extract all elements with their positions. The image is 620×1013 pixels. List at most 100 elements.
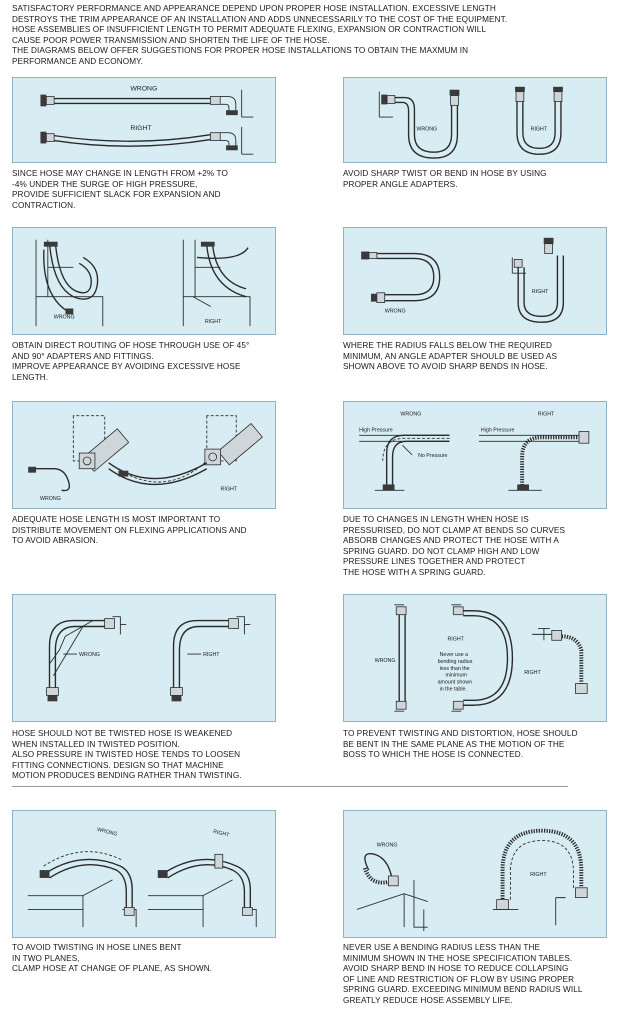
caption-line: THE HOSE WITH A SPRING GUARD. xyxy=(343,567,486,577)
label-right: RIGHT xyxy=(538,412,555,418)
angle-adapters-illustration: WRONG RIGHT xyxy=(378,86,563,159)
diagram-direct-routing: WRONG RIGHT xyxy=(12,227,276,335)
label-right: RIGHT xyxy=(531,127,548,133)
caption-line: NEVER USE A BENDING RADIUS LESS THAN THE xyxy=(343,943,541,952)
label-right: RIGHT xyxy=(532,289,549,295)
caption-line: SHOWN ABOVE TO AVOID SHARP BENDS IN HOSE… xyxy=(343,362,548,371)
caption-line: PRESSURISED, DO NOT CLAMP AT BENDS SO CU… xyxy=(343,525,566,535)
caption-line: GREATLY REDUCE HOSE ASSEMBLY LIFE. xyxy=(343,995,513,1005)
hose-length-flexing-illustration: WRONG RIGHT xyxy=(28,415,263,502)
caption-same-plane-bend: TO PREVENT TWISTING AND DISTORTION, HOSE… xyxy=(343,729,613,761)
label-wrong: WRONG xyxy=(130,86,157,93)
svg-text:amount shown: amount shown xyxy=(438,680,473,686)
intro-text: SATISFACTORY PERFORMANCE AND APPEARANCE … xyxy=(12,4,612,68)
caption-hose-length-flexing: ADEQUATE HOSE LENGTH IS MOST IMPORTANT T… xyxy=(12,515,282,547)
caption-line: AVOID SHARP TWIST OR BEND IN HOSE BY USI… xyxy=(343,169,547,178)
label-wrong: WRONG xyxy=(375,658,396,664)
caption-line: PROPER ANGLE ADAPTERS. xyxy=(343,179,458,189)
caption-line: TO AVOID TWISTING IN HOSE LINES BENT xyxy=(12,943,182,952)
label-right: RIGHT xyxy=(205,319,222,325)
caption-line: TO PREVENT TWISTING AND DISTORTION, HOSE… xyxy=(343,729,578,738)
label-wrong: WRONG xyxy=(40,496,61,502)
radius-minimum-illustration: WRONG RIGHT xyxy=(361,237,565,323)
intro-line: DESTROYS THE TRIM APPEARANCE OF AN INSTA… xyxy=(12,14,508,24)
label-right: RIGHT xyxy=(530,872,547,878)
caption-line: PROVIDE SUFFICIENT SLACK FOR EXPANSION A… xyxy=(12,190,221,199)
diagram-bending-radius: WRONG RIGHT xyxy=(343,810,607,938)
label-right: RIGHT xyxy=(524,670,541,676)
twisted-hose-illustration: WRONG RIGHT xyxy=(46,616,251,702)
label-right: RIGHT xyxy=(130,125,152,132)
caption-bending-radius: NEVER USE A BENDING RADIUS LESS THAN THE… xyxy=(343,943,613,1006)
caption-line: OF LINE AND RESTRICTION OF FLOW BY USING… xyxy=(343,974,575,984)
diagram-radius-minimum: WRONG RIGHT xyxy=(343,227,607,335)
never-note: Never use a bending radius less than the… xyxy=(438,652,473,692)
intro-line: SATISFACTORY PERFORMANCE AND APPEARANCE … xyxy=(12,4,496,13)
caption-slack: SINCE HOSE MAY CHANGE IN LENGTH FROM +2%… xyxy=(12,169,282,211)
caption-line: DISTRIBUTE MOVEMENT ON FLEXING APPLICATI… xyxy=(12,525,247,535)
diagram-pressure-spring-guard: WRONG RIGHT High Pressure No Pressure Hi… xyxy=(343,401,607,509)
caption-line: CONTRACTION. xyxy=(12,200,76,210)
direct-routing-illustration: WRONG RIGHT xyxy=(35,239,251,327)
pressure-spring-guard-illustration: WRONG RIGHT High Pressure No Pressure Hi… xyxy=(359,412,590,491)
caption-line: SINCE HOSE MAY CHANGE IN LENGTH FROM +2%… xyxy=(12,169,228,178)
caption-line: LENGTH. xyxy=(12,372,49,382)
caption-line: BOSS TO WHICH THE HOSE IS CONNECTED. xyxy=(343,750,524,759)
label-high-pressure: High Pressure xyxy=(359,427,393,433)
caption-twisted-hose: HOSE SHOULD NOT BE TWISTED HOSE IS WEAKE… xyxy=(12,729,282,782)
label-right: RIGHT xyxy=(447,636,464,642)
svg-text:bending radius: bending radius xyxy=(438,659,473,665)
label-wrong: WRONG xyxy=(385,308,406,314)
caption-pressure-spring-guard: DUE TO CHANGES IN LENGTH WHEN HOSE IS PR… xyxy=(343,515,613,578)
diagram-hose-slack: WRONG RIGHT xyxy=(12,77,276,163)
caption-line: IMPROVE APPEARANCE BY AVOIDING EXCESSIVE… xyxy=(12,362,241,371)
label-right: RIGHT xyxy=(203,652,220,658)
label-wrong: WRONG xyxy=(400,412,421,418)
caption-line: MOTION PRODUCES BENDING RATHER THAN TWIS… xyxy=(12,771,242,780)
caption-line: DUE TO CHANGES IN LENGTH WHEN HOSE IS xyxy=(343,515,529,524)
caption-line: ALSO PRESSURE IN TWISTED HOSE TENDS TO L… xyxy=(12,750,241,759)
label-wrong: WRONG xyxy=(54,314,75,320)
bending-radius-illustration: WRONG RIGHT xyxy=(356,828,588,932)
two-planes-clamp-illustration: WRONG RIGHT xyxy=(27,827,257,928)
caption-direct-routing: OBTAIN DIRECT ROUTING OF HOSE THROUGH US… xyxy=(12,341,282,383)
caption-line: ABSORB CHANGES AND PROTECT THE HOSE WITH… xyxy=(343,536,559,545)
caption-line: SPRING GUARD. EXCEEDING MINIMUM BEND RAD… xyxy=(343,985,583,994)
caption-line: ADEQUATE HOSE LENGTH IS MOST IMPORTANT T… xyxy=(12,515,221,524)
label-right: RIGHT xyxy=(221,486,238,492)
svg-text:in the table.: in the table. xyxy=(440,686,467,692)
caption-line: CLAMP HOSE AT CHANGE OF PLANE, AS SHOWN. xyxy=(12,964,213,973)
caption-line: OBTAIN DIRECT ROUTING OF HOSE THROUGH US… xyxy=(12,341,250,350)
caption-radius-minimum: WHERE THE RADIUS FALLS BELOW THE REQUIRE… xyxy=(343,341,613,373)
label-right: RIGHT xyxy=(212,829,230,839)
caption-line: AND 90° ADAPTERS AND FITTINGS. xyxy=(12,351,154,361)
caption-line: AVOID SHARP BEND IN HOSE TO REDUCE COLLA… xyxy=(343,964,569,973)
label-wrong: WRONG xyxy=(96,827,118,838)
caption-line: SPRING GUARD. DO NOT CLAMP HIGH AND LOW xyxy=(343,546,540,556)
label-wrong: WRONG xyxy=(79,652,100,658)
intro-line: THE DIAGRAMS BELOW OFFER SUGGESTIONS FOR… xyxy=(12,46,469,56)
diagram-same-plane-bend: WRONG RIGHT Never use a bending radius l… xyxy=(343,594,607,722)
caption-angle-adapters: AVOID SHARP TWIST OR BEND IN HOSE BY USI… xyxy=(343,169,613,190)
caption-line: FITTING CONNECTIONS. DESIGN SO THAT MACH… xyxy=(12,760,224,770)
caption-line: TO AVOID ABRASION. xyxy=(12,536,99,545)
diagram-angle-adapters: WRONG RIGHT xyxy=(343,77,607,163)
caption-line: MINIMUM, AN ANGLE ADAPTER SHOULD BE USED… xyxy=(343,351,558,361)
intro-line: PERFORMANCE AND ECONOMY. xyxy=(12,56,143,66)
caption-line: -4% UNDER THE SURGE OF HIGH PRESSURE, xyxy=(12,179,198,189)
svg-text:minimum: minimum xyxy=(445,673,467,679)
diagram-hose-length-flexing: WRONG RIGHT xyxy=(12,401,276,509)
svg-text:less than the: less than the xyxy=(440,666,470,672)
svg-text:Never use a: Never use a xyxy=(440,652,469,658)
intro-line: CAUSE POOR POWER TRANSMISSION AND SHORTE… xyxy=(12,35,330,45)
diagram-two-planes-clamp: WRONG RIGHT xyxy=(12,810,276,938)
caption-line: IN TWO PLANES, xyxy=(12,953,80,963)
caption-line: BE BENT IN THE SAME PLANE AS THE MOTION … xyxy=(343,739,565,749)
caption-two-planes-clamp: TO AVOID TWISTING IN HOSE LINES BENT IN … xyxy=(12,943,282,975)
caption-line: WHERE THE RADIUS FALLS BELOW THE REQUIRE… xyxy=(343,341,552,350)
label-wrong: WRONG xyxy=(416,127,437,133)
same-plane-bend-illustration: WRONG RIGHT Never use a bending radius l… xyxy=(375,604,588,712)
label-no-pressure: No Pressure xyxy=(418,453,447,459)
label-high-pressure: High Pressure xyxy=(481,427,515,433)
hose-slack-illustration: WRONG RIGHT xyxy=(40,86,254,155)
